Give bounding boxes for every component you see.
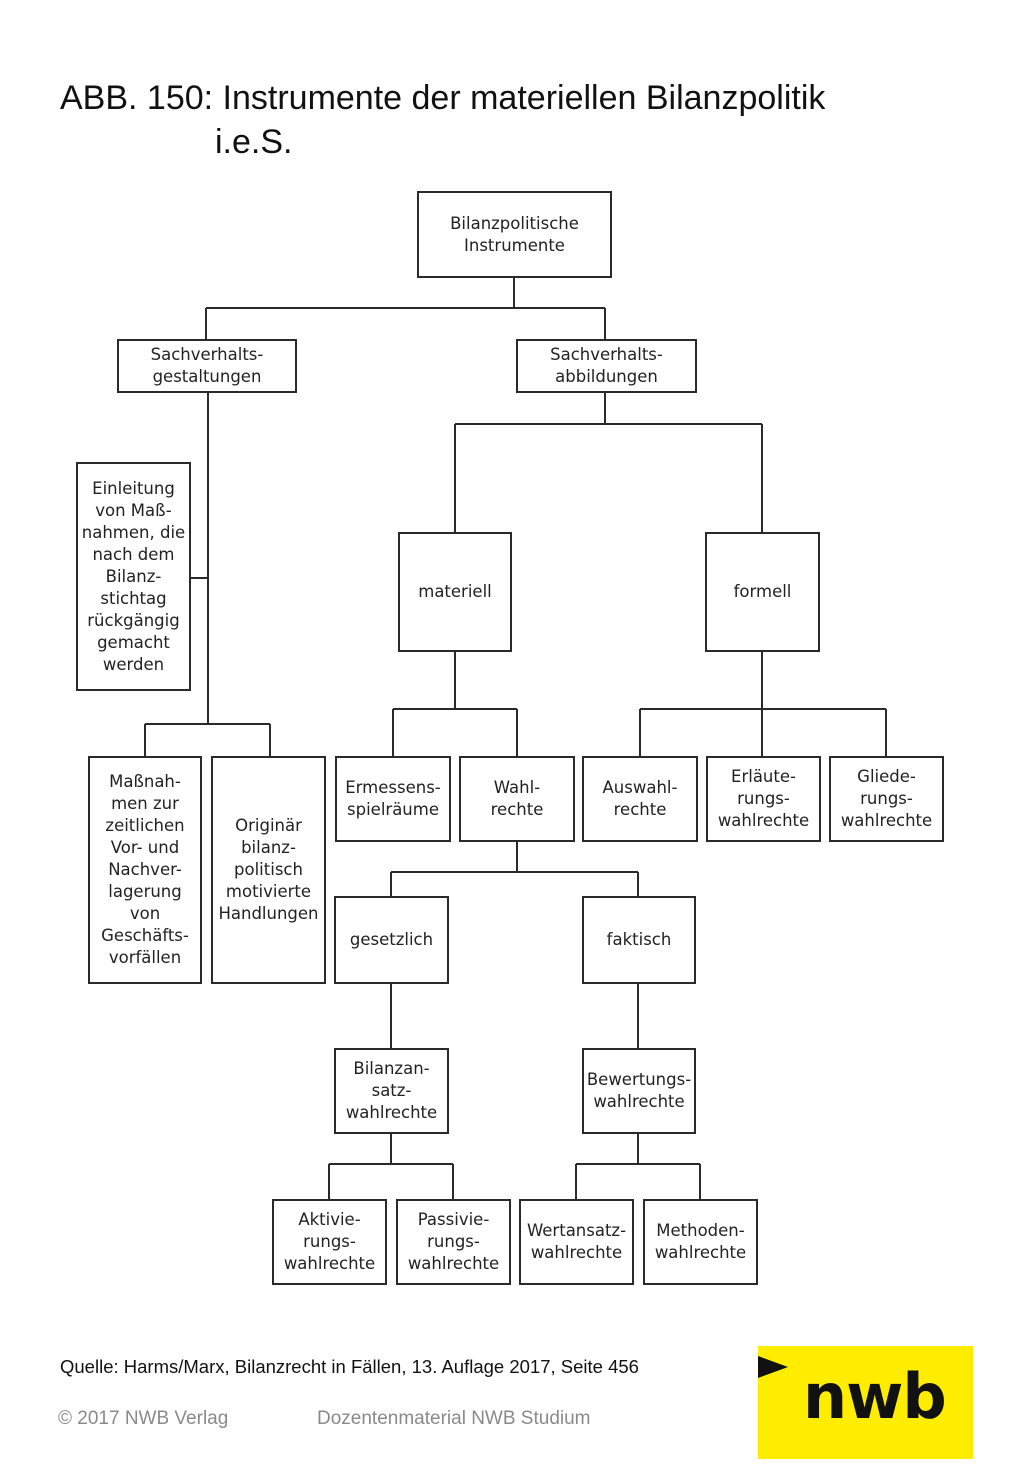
source-citation: Quelle: Harms/Marx, Bilanzrecht in Fälle… [60, 1356, 639, 1377]
logo-wordmark: nwb [803, 1360, 947, 1433]
node-sachverhaltsgestaltungen: Sachverhalts- gestaltungen [117, 339, 297, 393]
node-sachverhaltsabbildungen: Sachverhalts- abbildungen [516, 339, 697, 393]
logo-arrow-icon [758, 1356, 788, 1378]
node-gliederungswahlrechte: Gliede- rungs- wahlrechte [829, 756, 944, 842]
node-bilanzpolitische-instrumente: Bilanzpolitische Instrumente [417, 191, 612, 278]
node-methodenwahlrechte: Methoden- wahlrechte [643, 1199, 758, 1285]
node-wahlrechte: Wahl- rechte [459, 756, 575, 842]
node-originaer-motivierte-handlungen: Originär bilanz- politisch motivierte Ha… [211, 756, 326, 984]
node-bewertungswahlrechte: Bewertungs- wahlrechte [582, 1048, 696, 1134]
node-formell: formell [705, 532, 820, 652]
footer-course-material: Dozentenmaterial NWB Studium [317, 1408, 591, 1429]
title-line-1: ABB. 150: Instrumente der materiellen Bi… [60, 79, 826, 117]
footer-copyright: © 2017 NWB Verlag [58, 1408, 229, 1429]
node-wertansatzwahlrechte: Wertansatz- wahlrechte [519, 1199, 634, 1285]
page-title: ABB. 150: Instrumente der materiellen Bi… [60, 76, 825, 164]
node-auswahlrechte: Auswahl- rechte [582, 756, 698, 842]
node-einleitung-von-massnahmen: Einleitung von Maß- nahmen, die nach dem… [76, 462, 191, 691]
node-aktivierungswahlrechte: Aktivie- rungs- wahlrechte [272, 1199, 387, 1285]
node-gesetzlich: gesetzlich [334, 896, 449, 984]
title-line-2: i.e.S. [215, 123, 293, 161]
node-faktisch: faktisch [582, 896, 696, 984]
node-erlaeuterungswahlrechte: Erläute- rungs- wahlrechte [706, 756, 821, 842]
node-bilanzansatzwahlrechte: Bilanzan- satz- wahlrechte [334, 1048, 449, 1134]
nwb-logo: nwb [758, 1346, 973, 1459]
node-massnahmen-zeitliche-verlagerung: Maßnah- men zur zeitlichen Vor- und Nach… [88, 756, 202, 984]
node-materiell: materiell [398, 532, 512, 652]
node-ermessensspielraeume: Ermessens- spielräume [335, 756, 451, 842]
node-passivierungswahlrechte: Passivie- rungs- wahlrechte [396, 1199, 511, 1285]
